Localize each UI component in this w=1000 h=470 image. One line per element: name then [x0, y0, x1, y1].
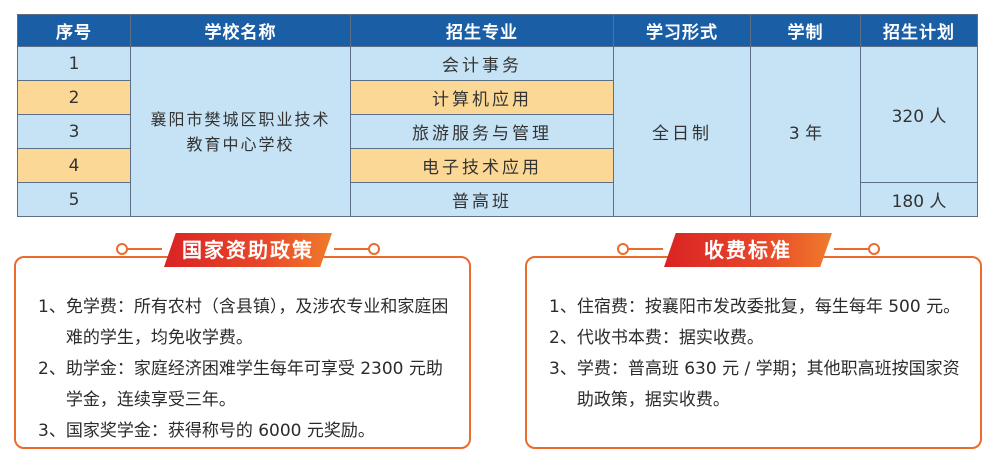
study-form-cell: 全日制	[613, 46, 751, 217]
list-item-text: 助学金：家庭经济困难学生每年可享受 2300 元助学金，连续享受三年。	[65, 359, 443, 410]
banner-decor-dot	[617, 243, 629, 255]
list-item-text: 代收书本费：据实收费。	[576, 328, 764, 348]
header-study-form: 学习形式	[613, 14, 751, 47]
policy-title-banner: 国家资助政策	[164, 233, 332, 267]
list-item: 2、 代收书本费：据实收费。	[549, 323, 968, 354]
enrollment-table: 序号 学校名称 招生专业 学习形式 学制 招生计划 1 襄阳市樊城区职业技术 教…	[17, 14, 978, 217]
plan-general-cell: 180 人	[860, 182, 978, 217]
fees-title-banner: 收费标准	[664, 233, 832, 267]
header-school-name: 学校名称	[130, 14, 351, 47]
enrollment-table-container: 序号 学校名称 招生专业 学习形式 学制 招生计划 1 襄阳市樊城区职业技术 教…	[17, 14, 978, 217]
list-item: 2、 助学金：家庭经济困难学生每年可享受 2300 元助学金，连续享受三年。	[38, 354, 457, 416]
list-item-text: 国家奖学金：获得称号的 6000 元奖励。	[65, 421, 375, 441]
banner-decor-line	[126, 248, 162, 250]
policy-list: 1、 免学费：所有农村（含县镇），及涉农专业和家庭困难的学生，均免收学费。 2、…	[38, 292, 457, 447]
row-major: 普高班	[350, 182, 614, 217]
list-item-text: 住宿费：按襄阳市发改委批复，每生每年 500 元。	[576, 297, 961, 317]
list-item: 1、 免学费：所有农村（含县镇），及涉农专业和家庭困难的学生，均免收学费。	[38, 292, 457, 354]
list-item-number: 3、	[549, 359, 577, 379]
table-row: 1 襄阳市樊城区职业技术 教育中心学校 会计事务 全日制 3 年 320 人	[17, 46, 978, 217]
row-major: 会计事务	[350, 46, 614, 81]
list-item-number: 3、	[38, 421, 66, 441]
row-serial-number: 3	[17, 114, 131, 149]
plan-vocational-cell: 320 人	[860, 46, 978, 183]
list-item-number: 2、	[549, 328, 577, 348]
list-item: 3、 学费：普高班 630 元 / 学期；其他职高班按国家资助政策，据实收费。	[549, 354, 968, 416]
school-name-cell: 襄阳市樊城区职业技术 教育中心学校	[130, 46, 351, 217]
fee-standard-panel: 收费标准 1、 住宿费：按襄阳市发改委批复，每生每年 500 元。 2、 代收书…	[525, 233, 982, 449]
table-row: 3 旅游服务与管理	[17, 114, 978, 149]
list-item-text: 学费：普高班 630 元 / 学期；其他职高班按国家资助政策，据实收费。	[576, 359, 960, 410]
list-item: 1、 住宿费：按襄阳市发改委批复，每生每年 500 元。	[549, 292, 968, 323]
table-header-row: 序号 学校名称 招生专业 学习形式 学制 招生计划	[17, 14, 978, 47]
row-major: 计算机应用	[350, 80, 614, 115]
banner-decor-line	[334, 248, 370, 250]
row-major: 旅游服务与管理	[350, 114, 614, 149]
row-serial-number: 5	[17, 182, 131, 217]
header-enrollment-plan: 招生计划	[860, 14, 978, 47]
row-serial-number: 1	[17, 46, 131, 81]
fees-list: 1、 住宿费：按襄阳市发改委批复，每生每年 500 元。 2、 代收书本费：据实…	[549, 292, 968, 416]
row-major: 电子技术应用	[350, 148, 614, 183]
header-major: 招生专业	[350, 14, 614, 47]
list-item: 3、 国家奖学金：获得称号的 6000 元奖励。	[38, 416, 457, 447]
table-row: 5 普高班 180 人	[17, 182, 978, 217]
banner-decor-dot	[868, 243, 880, 255]
row-serial-number: 4	[17, 148, 131, 183]
list-item-number: 1、	[38, 297, 66, 317]
list-item-text: 免学费：所有农村（含县镇），及涉农专业和家庭困难的学生，均免收学费。	[65, 297, 449, 348]
school-name-line: 教育中心学校	[186, 134, 295, 154]
list-item-number: 1、	[549, 297, 577, 317]
header-duration: 学制	[750, 14, 861, 47]
school-name-line: 襄阳市樊城区职业技术	[150, 109, 331, 129]
banner-decor-line	[834, 248, 870, 250]
banner-decor-line	[627, 248, 663, 250]
table-row: 2 计算机应用	[17, 80, 978, 115]
row-serial-number: 2	[17, 80, 131, 115]
list-item-number: 2、	[38, 359, 66, 379]
banner-decor-dot	[116, 243, 128, 255]
header-serial-number: 序号	[17, 14, 131, 47]
banner-decor-dot	[368, 243, 380, 255]
duration-cell: 3 年	[750, 46, 861, 217]
financial-aid-policy-panel: 国家资助政策 1、 免学费：所有农村（含县镇），及涉农专业和家庭困难的学生，均免…	[14, 233, 471, 449]
